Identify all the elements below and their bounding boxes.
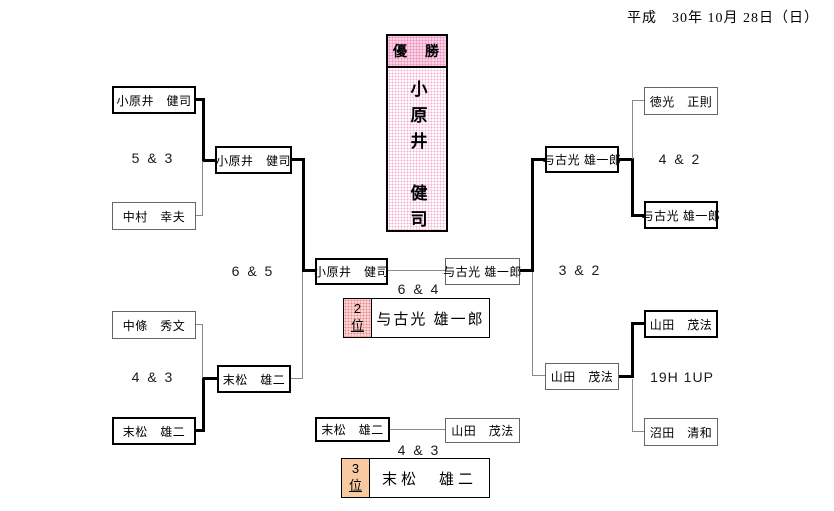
final-match-line xyxy=(388,270,445,271)
loser-path-line xyxy=(196,324,203,325)
player-box: 末松 雄二 xyxy=(112,417,196,445)
winner-path-line xyxy=(302,269,315,272)
winner-path-line xyxy=(631,322,644,325)
rank-digit: 2 xyxy=(353,301,362,317)
advancer-box: 与古光 雄一郎 xyxy=(543,146,621,173)
match-score: 5 & 3 xyxy=(131,150,175,166)
third-match-line xyxy=(390,429,445,430)
third-place-name: 末松 雄二 xyxy=(381,470,477,488)
player-box: 沼田 清和 xyxy=(644,418,718,446)
advancer-box: 末松 雄二 xyxy=(217,365,291,393)
champion-header: 優 勝 xyxy=(388,36,446,68)
winner-path-line xyxy=(532,158,545,161)
loser-path-line xyxy=(202,161,203,216)
loser-path-line xyxy=(291,378,303,379)
third-place-badge: 3 位 xyxy=(342,459,370,497)
loser-path-line xyxy=(202,325,203,378)
player-box: 中條 秀文 xyxy=(112,311,196,339)
winner-path-line xyxy=(619,375,634,378)
winner-path-line xyxy=(531,158,534,272)
player-box: 小原井 健司 xyxy=(112,86,196,114)
advancer-box: 小原井 健司 xyxy=(215,146,292,174)
winner-path-line xyxy=(520,269,534,272)
second-place-box: 2 位 与古光 雄一郎 xyxy=(343,298,490,338)
winner-path-line xyxy=(302,158,305,272)
winner-path-line xyxy=(631,322,634,378)
winner-path-line xyxy=(202,98,205,162)
winner-path-line xyxy=(202,159,215,162)
third-place-result-box: 3 位 末松 雄二 xyxy=(341,458,490,498)
winner-path-line xyxy=(196,98,205,101)
match-score: 3 & 2 xyxy=(558,262,602,278)
third-place-box: 末松 雄二 xyxy=(315,417,390,442)
loser-path-line xyxy=(302,272,303,379)
rank-digit: 3 xyxy=(351,461,360,477)
player-box: 中村 幸夫 xyxy=(112,202,196,230)
winner-path-line xyxy=(631,214,644,217)
rank-suffix: 位 xyxy=(348,478,362,493)
match-score: 4 & 3 xyxy=(131,369,175,385)
loser-path-line xyxy=(532,272,533,376)
second-place-name: 与古光 雄一郎 xyxy=(376,310,485,328)
player-box: 山田 茂法 xyxy=(644,310,718,338)
match-score: 19H 1UP xyxy=(650,369,714,385)
rank-suffix: 位 xyxy=(350,318,364,333)
winner-path-line xyxy=(292,158,305,161)
advancer-box: 山田 茂法 xyxy=(545,363,619,390)
loser-path-line xyxy=(633,431,644,432)
champion-name: 小原井 健司 xyxy=(407,80,427,236)
loser-path-line xyxy=(633,100,644,101)
finalist-box: 与古光 雄一郎 xyxy=(443,258,521,285)
second-place-badge: 2 位 xyxy=(344,299,372,337)
champion-name-area: 小原井 健司 xyxy=(388,68,446,236)
winner-path-line xyxy=(202,377,217,380)
player-box: 与古光 雄一郎 xyxy=(642,201,720,229)
match-score: 6 & 5 xyxy=(231,263,275,279)
loser-path-line xyxy=(632,379,633,432)
third-place-box: 山田 茂法 xyxy=(445,418,520,443)
loser-path-line xyxy=(532,375,545,376)
date-label: 平成 30年 10月 28日（日） xyxy=(627,11,819,26)
champion-box: 優 勝 小原井 健司 xyxy=(386,34,448,236)
winner-path-line xyxy=(202,378,205,432)
winner-path-line xyxy=(196,429,205,432)
loser-path-line xyxy=(196,215,203,216)
match-score: 4 & 3 xyxy=(397,442,441,458)
winner-path-line xyxy=(631,158,634,217)
loser-path-line xyxy=(632,100,633,159)
finalist-box: 小原井 健司 xyxy=(314,258,389,285)
match-score: 6 & 4 xyxy=(397,281,441,297)
match-score: 4 & 2 xyxy=(658,151,702,167)
player-box: 徳光 正則 xyxy=(644,87,718,115)
winner-path-line xyxy=(619,158,634,161)
